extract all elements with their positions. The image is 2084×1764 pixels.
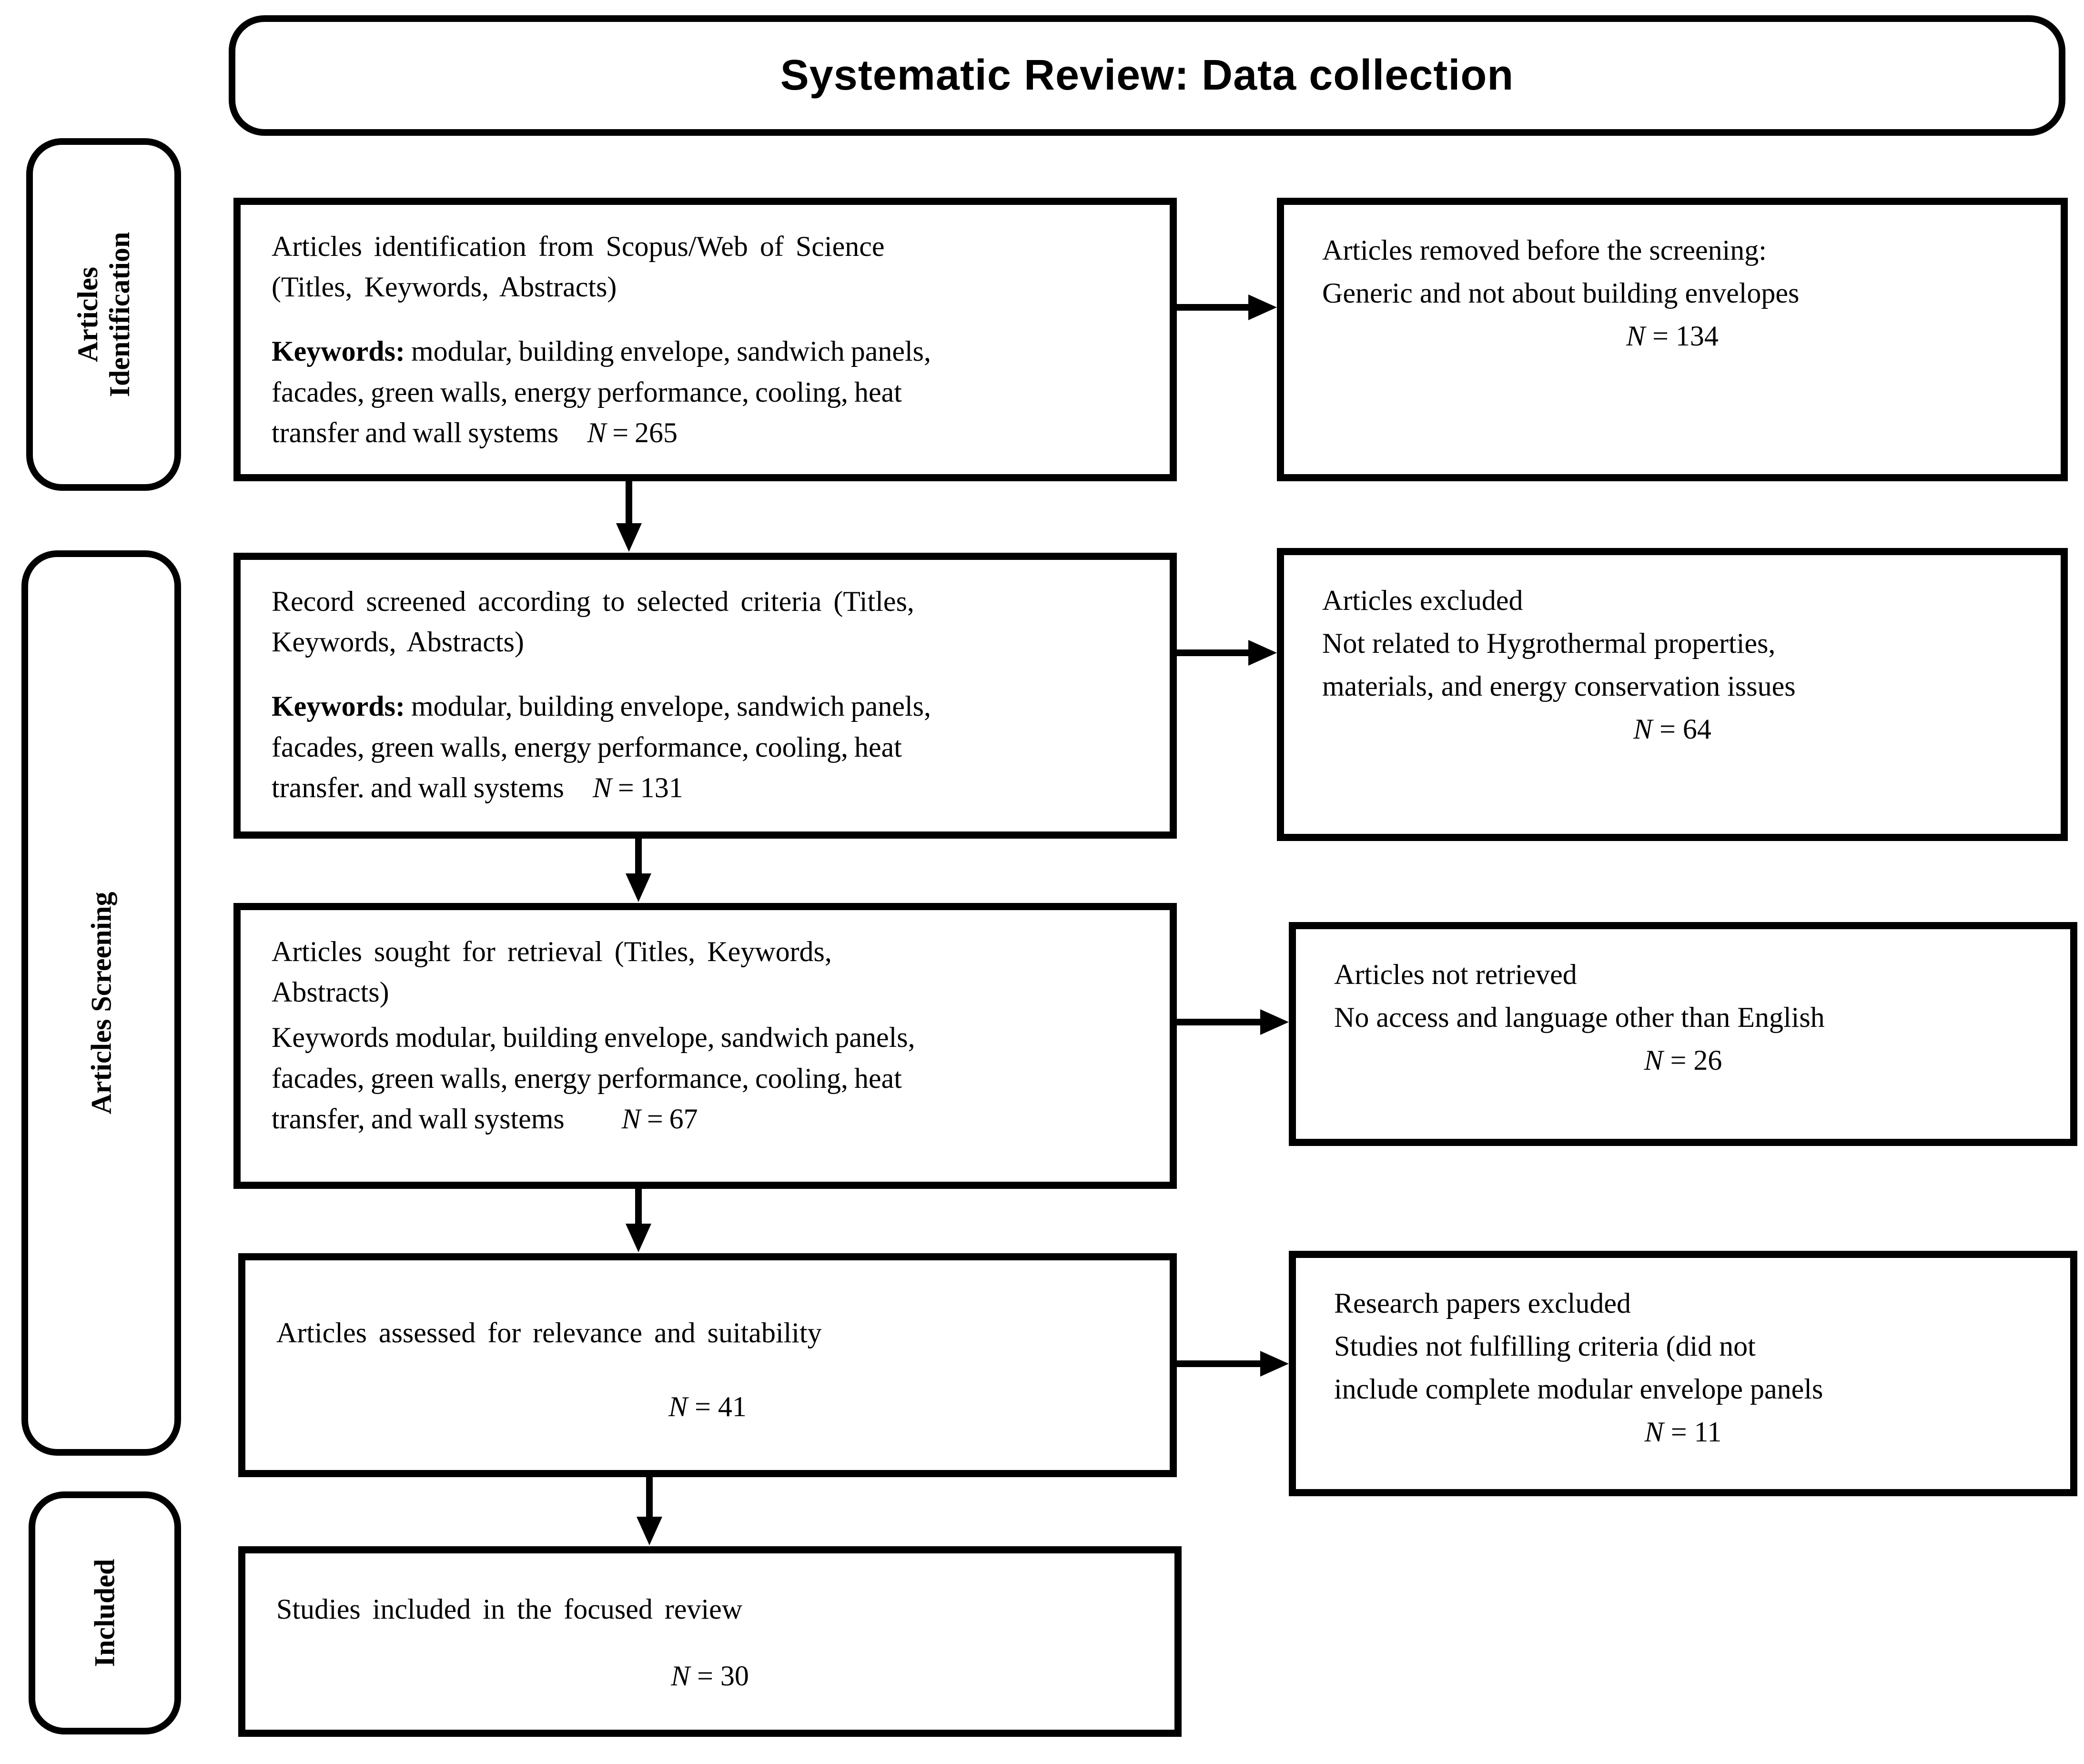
arrow-down-2-head xyxy=(626,873,651,902)
box-text: Articles assessed for relevance and suit… xyxy=(276,1317,822,1348)
stage-panel-articles-identification: Articles Identification xyxy=(26,138,181,491)
flow-box-identification: Articles identification from Scopus/Web … xyxy=(233,198,1177,481)
arrow-right-2-head xyxy=(1248,640,1277,666)
arrow-right-3-head xyxy=(1260,1009,1289,1035)
exclusion-box-articles-excluded: Articles excluded Not related to Hygroth… xyxy=(1277,548,2068,841)
stage-panel-included: Included xyxy=(29,1491,181,1734)
arrow-right-4 xyxy=(1177,1360,1263,1367)
arrow-right-3 xyxy=(1177,1019,1263,1025)
n-count: N = 67 xyxy=(621,1103,698,1135)
exclusion-box-papers-excluded: Research papers excluded Studies not ful… xyxy=(1289,1251,2077,1496)
arrow-right-4-head xyxy=(1260,1351,1289,1377)
n-count: N = 134 xyxy=(1626,320,1719,352)
arrow-down-4-head xyxy=(637,1517,662,1545)
n-count: N = 131 xyxy=(592,771,683,803)
exclusion-box-not-retrieved: Articles not retrieved No access and lan… xyxy=(1289,922,2077,1146)
arrow-down-4 xyxy=(646,1477,653,1520)
arrow-down-3-head xyxy=(626,1224,651,1252)
stage-panel-articles-screening: Articles Screening xyxy=(21,550,181,1456)
flow-box-retrieval: Articles sought for retrieval (Titles, K… xyxy=(233,903,1177,1189)
stage-label-articles-screening: Articles Screening xyxy=(85,892,117,1115)
n-count: N = 64 xyxy=(1633,713,1711,745)
exclusion-box-removed-before-screening: Articles removed before the screening: G… xyxy=(1277,198,2068,481)
keywords-text: Keywords modular, building envelope, san… xyxy=(272,1022,915,1135)
arrow-down-3 xyxy=(635,1189,642,1227)
stage-label-articles-identification: Articles Identification xyxy=(71,232,135,397)
arrow-right-1 xyxy=(1177,304,1251,311)
keywords-text: Keywords: modular, building envelope, sa… xyxy=(272,335,931,448)
arrow-right-1-head xyxy=(1248,294,1277,320)
n-count: N = 26 xyxy=(1644,1044,1722,1076)
flow-box-included: Studies included in the focused review N… xyxy=(238,1546,1182,1737)
arrow-down-2 xyxy=(635,839,642,877)
arrow-right-2 xyxy=(1177,649,1251,656)
diagram-title: Systematic Review: Data collection xyxy=(780,51,1514,99)
arrow-down-1-head xyxy=(616,523,642,552)
n-count: N = 265 xyxy=(587,416,678,448)
stage-label-included: Included xyxy=(89,1559,121,1667)
n-count: N = 11 xyxy=(1644,1416,1722,1448)
box-text: Studies included in the focused review xyxy=(276,1593,743,1625)
arrow-down-1 xyxy=(626,481,632,527)
box-text: Articles identification from Scopus/Web … xyxy=(272,231,885,303)
box-text: Record screened according to selected cr… xyxy=(272,586,914,658)
n-count: N = 30 xyxy=(671,1660,749,1692)
box-text: Articles sought for retrieval (Titles, K… xyxy=(272,936,832,1008)
flow-box-assessed: Articles assessed for relevance and suit… xyxy=(238,1253,1177,1477)
n-count: N = 41 xyxy=(668,1391,747,1423)
flow-box-screening: Record screened according to selected cr… xyxy=(233,553,1177,839)
title-box: Systematic Review: Data collection xyxy=(229,15,2065,136)
keywords-text: Keywords: modular, building envelope, sa… xyxy=(272,690,931,803)
